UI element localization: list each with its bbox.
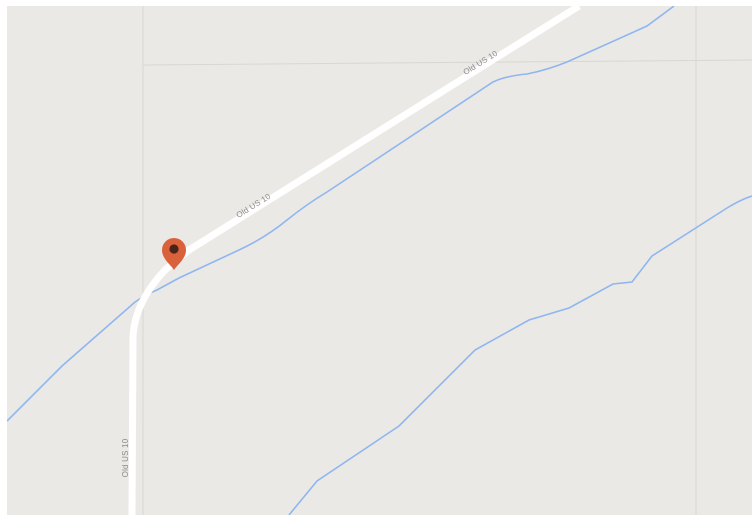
map-pin-dot bbox=[169, 244, 179, 254]
road-label-vertical: Old US 10 bbox=[121, 438, 130, 477]
parcel-boundary-horizontal bbox=[142, 59, 752, 66]
road-old-us-10[interactable] bbox=[128, 6, 581, 515]
waterway-stream-south bbox=[288, 195, 752, 515]
map-svg: Old US 10 Old US 10 Old US 10 bbox=[7, 6, 752, 515]
map-pin-icon[interactable] bbox=[162, 238, 186, 270]
waterway-stream-north bbox=[7, 6, 675, 422]
map-pin-body bbox=[162, 238, 186, 270]
svg-text:Old US 10: Old US 10 bbox=[121, 438, 130, 477]
map-canvas[interactable]: Old US 10 Old US 10 Old US 10 bbox=[7, 6, 752, 515]
